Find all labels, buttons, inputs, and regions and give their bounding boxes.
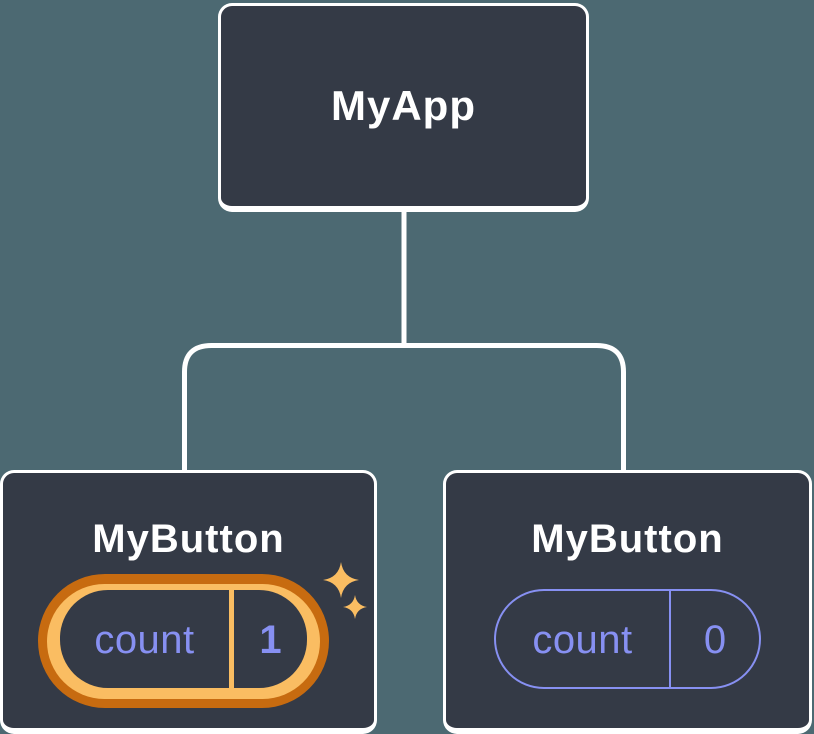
component-name-mybutton-right: MyButton	[531, 517, 724, 561]
sparkles-icon	[323, 562, 367, 619]
state-pill-highlighted: count 1	[38, 574, 329, 708]
connector-children-bracket	[182, 343, 626, 471]
state-name-label: count	[532, 617, 633, 662]
component-node-mybutton-left: MyButton count 1	[0, 470, 377, 734]
state-pill-body: count 1	[60, 590, 307, 688]
component-name-mybutton-left: MyButton	[92, 517, 285, 561]
state-pill-plain: count 0	[494, 589, 761, 689]
state-value: 1	[229, 590, 307, 688]
state-name-label: count	[94, 617, 195, 662]
component-node-myapp: MyApp	[218, 3, 589, 212]
state-pill-highlight-ring: count 1	[47, 584, 320, 699]
sparkle-large	[323, 562, 359, 598]
state-value: 0	[669, 591, 759, 687]
component-name-myapp: MyApp	[331, 82, 476, 129]
component-node-mybutton-right: MyButton count 0	[443, 470, 812, 734]
sparkle-small	[343, 595, 367, 619]
